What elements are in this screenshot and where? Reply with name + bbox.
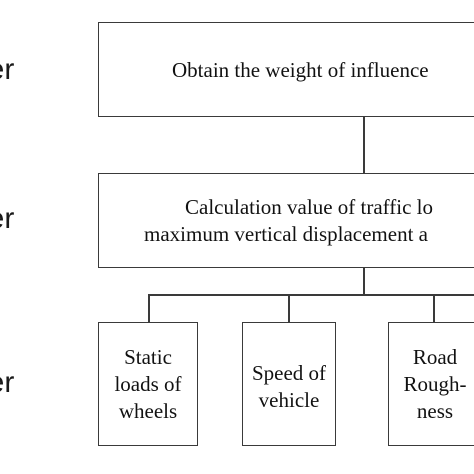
factor-3-line1: Road (412, 345, 458, 369)
factor-bus-connector (148, 294, 474, 296)
criterion-stem-connector (363, 268, 365, 295)
factor-1-line1: Static (124, 345, 172, 369)
factor-2-line2: vehicle (258, 388, 320, 412)
factor-3-line3: ness (416, 399, 454, 423)
factor-2-line1: Speed of (251, 361, 327, 385)
factor-2-connector (288, 294, 290, 323)
goal-text: Obtain the weight of influence (172, 58, 429, 82)
top-layer-label: ayer (0, 53, 15, 86)
goal-box: Obtain the weight of influence (98, 22, 474, 117)
factor-1-line2: loads of (114, 372, 182, 396)
criterion-text-line2: maximum vertical displacement a (144, 222, 428, 246)
bottom-layer-label: ayer (0, 366, 15, 399)
factor-3-connector (433, 294, 435, 323)
factor-box-roughness: Road Rough- ness (388, 322, 474, 446)
goal-to-criterion-connector (363, 117, 365, 173)
factor-box-speed: Speed of vehicle (242, 322, 336, 446)
criterion-text-line1: Calculation value of traffic lo (185, 195, 434, 219)
factor-3-line2: Rough- (403, 372, 467, 396)
middle-layer-label: ayer (0, 202, 15, 235)
factor-1-connector (148, 294, 150, 323)
factor-box-static-loads: Static loads of wheels (98, 322, 198, 446)
factor-1-line3: wheels (118, 399, 178, 423)
criterion-box: Calculation value of traffic lo maximum … (98, 173, 474, 268)
